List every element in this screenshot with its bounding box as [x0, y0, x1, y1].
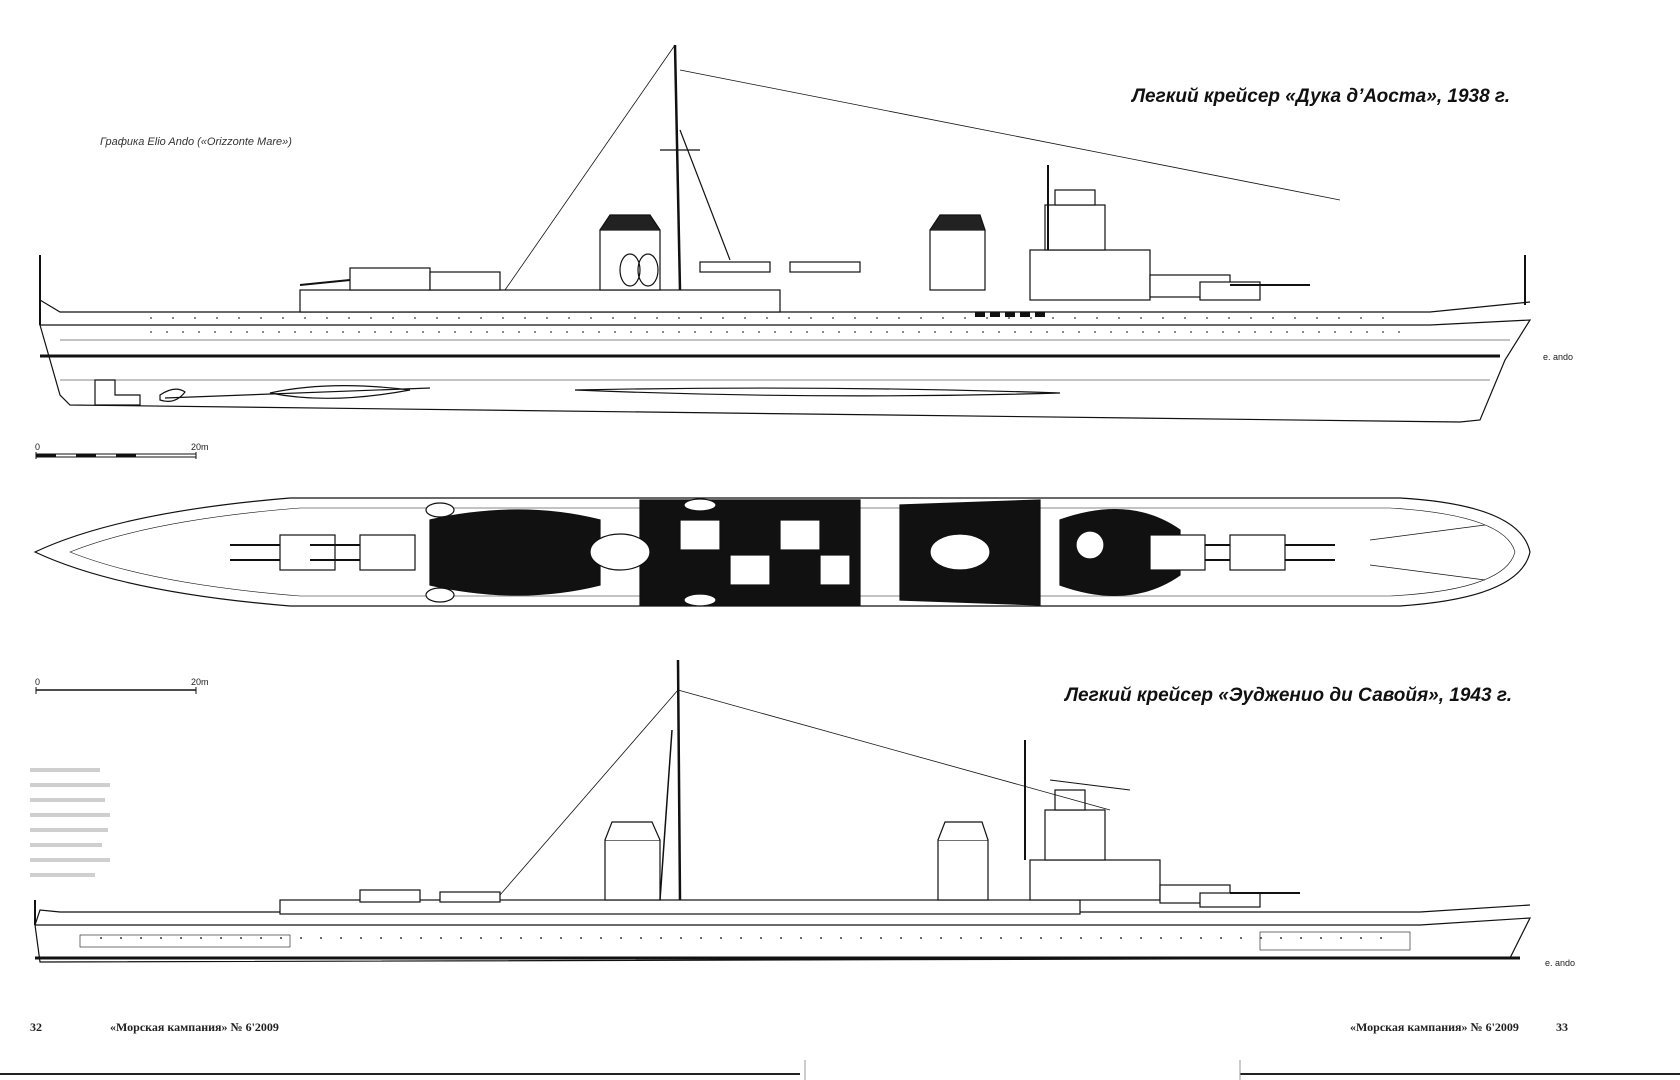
scale-bar-2 [35, 687, 197, 694]
drawing-1-signature: e. ando [1543, 352, 1574, 362]
scale-2-start: 0 [35, 677, 41, 687]
page-bottom-edge [0, 1060, 1680, 1080]
right-running-footer: «Морская кампания» № 6'2009 [1350, 1020, 1519, 1034]
bleed-through-text [30, 768, 110, 877]
drawing-2-title: Легкий крейсер «Эудженио ди Савойя», 194… [1065, 685, 1513, 706]
drawing-2-signature: e. ando [1545, 958, 1576, 968]
drawing-1-credit: Графика Elio Ando («Orizzonte Mare») [100, 136, 292, 148]
scale-1-end: 20m [191, 442, 209, 452]
left-running-footer: «Морская кампания» № 6'2009 [110, 1020, 279, 1034]
drawing-1-title: Легкий крейсер «Дука д’Аоста», 1938 г. [1132, 86, 1511, 107]
left-page-number: 32 [30, 1020, 42, 1034]
right-page-number: 33 [1556, 1020, 1568, 1034]
scale-bar-1 [35, 452, 197, 459]
scale-2-end: 20m [191, 677, 209, 687]
scale-1-start: 0 [35, 442, 41, 452]
